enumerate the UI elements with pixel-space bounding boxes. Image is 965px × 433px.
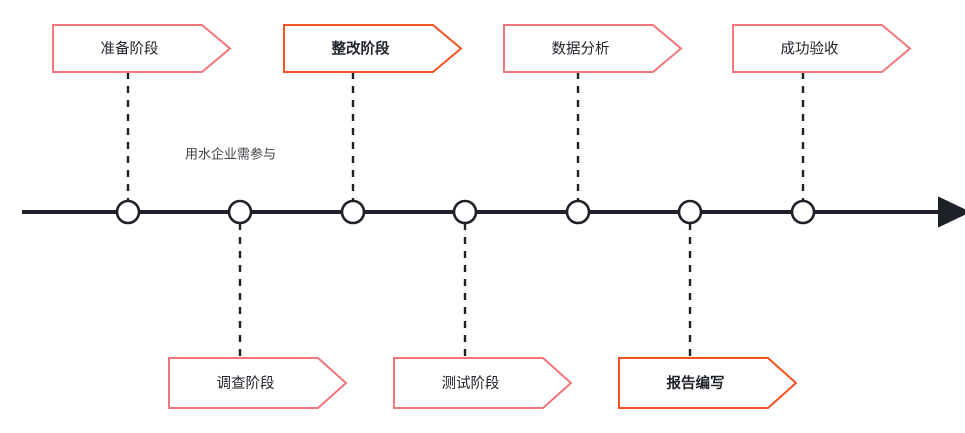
timeline-marker-circle[interactable] <box>565 199 591 225</box>
timeline-node-node-5[interactable]: 调查阶段 <box>168 357 348 409</box>
connector-lines-group <box>126 72 805 358</box>
node-label: 整改阶段 <box>332 39 390 57</box>
node-label: 测试阶段 <box>442 375 500 392</box>
timeline-node-node-3[interactable]: 数据分析 <box>503 24 683 73</box>
timeline-node-node-2[interactable]: 整改阶段 <box>283 24 463 73</box>
timeline-node-node-1[interactable]: 准备阶段 <box>52 24 232 73</box>
node-label: 成功验收 <box>781 40 839 57</box>
timeline-node-node-4[interactable]: 成功验收 <box>732 24 912 73</box>
timeline-markers-group <box>115 199 816 225</box>
node-label: 报告编写 <box>667 374 725 392</box>
node-label: 数据分析 <box>552 40 610 57</box>
chevron-shape <box>168 357 348 409</box>
chevron-shape <box>618 357 798 409</box>
node-label: 调查阶段 <box>217 375 275 392</box>
timeline-annotation: 用水企业需参与 <box>185 146 276 161</box>
chevron-shape <box>393 357 573 409</box>
chevron-shape <box>283 24 463 73</box>
chevron-shape <box>503 24 683 73</box>
timeline-marker-circle[interactable] <box>115 199 141 225</box>
timeline-marker-circle[interactable] <box>790 199 816 225</box>
timeline-marker-circle[interactable] <box>340 199 366 225</box>
node-label: 准备阶段 <box>101 40 159 57</box>
annotations-group: 用水企业需参与 <box>185 146 276 161</box>
timeline-node-node-7[interactable]: 报告编写 <box>618 357 798 409</box>
timeline-node-node-6[interactable]: 测试阶段 <box>393 357 573 409</box>
chevron-shape <box>52 24 232 73</box>
chevron-shape <box>732 24 912 73</box>
timeline-marker-circle[interactable] <box>227 199 253 225</box>
timeline-marker-circle[interactable] <box>452 199 478 225</box>
timeline-marker-circle[interactable] <box>677 199 703 225</box>
